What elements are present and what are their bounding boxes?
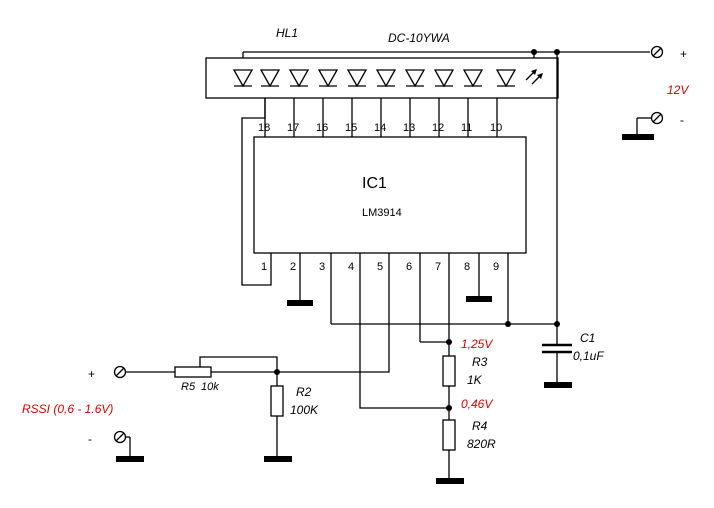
led-diode-icon (433, 69, 455, 88)
input-minus-terminal-icon (113, 430, 144, 462)
r2-ref-label: R2 (296, 385, 312, 399)
input-plus-sign: + (88, 367, 95, 381)
led-diode-array (232, 69, 517, 88)
pin-label-1: 1 (261, 261, 267, 273)
pin-label-4: 4 (348, 261, 354, 273)
supply-plus-terminal-icon (650, 45, 664, 59)
pin3-pin9-supply-wire (330, 253, 560, 327)
led-diode-icon (404, 69, 426, 88)
input-plus-terminal-icon (113, 365, 127, 379)
input-minus-sign: - (88, 432, 92, 446)
capacitor-c1 (542, 324, 572, 388)
display-ref-label: HL1 (276, 26, 298, 40)
led-diode-icon (375, 69, 397, 88)
supply-rail (242, 49, 650, 324)
supply-minus-sign: - (680, 113, 684, 127)
pin-label-2: 2 (290, 261, 296, 273)
pin-label-16: 16 (316, 122, 328, 134)
display-part-label: DC-10YWA (388, 31, 450, 45)
r5-ref-label: R5 (181, 381, 196, 393)
pin-label-10: 10 (490, 122, 502, 134)
resistor-r4 (436, 408, 464, 484)
r2-value-label: 100K (290, 403, 319, 417)
input-signal-label: RSSI (0,6 - 1.6V) (22, 402, 113, 416)
pin-label-5: 5 (377, 261, 383, 273)
led-diode-icon (346, 69, 368, 88)
pin-label-18: 18 (258, 122, 270, 134)
r3-value-label: 1K (467, 373, 483, 387)
supply-voltage-label: 12V (667, 83, 689, 97)
pin-label-9: 9 (493, 261, 499, 273)
pin1-to-pin18-wire (241, 98, 272, 286)
pin-label-17: 17 (287, 122, 299, 134)
c1-ref-label: C1 (580, 331, 595, 345)
led-diode-icon (288, 69, 310, 88)
supply-plus-sign: + (680, 47, 687, 61)
ic-body (253, 136, 527, 254)
r3-ref-label: R3 (472, 355, 488, 369)
led-bar-outline (205, 57, 559, 99)
pin-label-6: 6 (406, 261, 412, 273)
pin-label-15: 15 (345, 122, 357, 134)
led-diode-icon (259, 69, 281, 88)
pin-label-11: 11 (461, 122, 472, 134)
potentiometer-r5 (126, 356, 280, 378)
ic-ref-label: IC1 (362, 175, 387, 192)
led-diode-icon (495, 69, 517, 88)
led-diode-icon (317, 69, 339, 88)
pin-label-12: 12 (432, 122, 444, 134)
pin6-pin7-wire (419, 253, 452, 345)
supply-minus-terminal-icon (622, 111, 664, 140)
pin-label-3: 3 (319, 261, 325, 273)
voltage-annotation-low: 0,46V (461, 397, 493, 411)
r4-ref-label: R4 (472, 419, 488, 433)
light-emission-icon (525, 69, 543, 85)
led-diode-icon (462, 69, 484, 88)
voltage-annotation-high: 1,25V (461, 337, 493, 351)
pin-label-7: 7 (435, 261, 441, 273)
ic-part-label: LM3914 (362, 207, 402, 219)
led-bar-display (205, 57, 559, 99)
pin-label-14: 14 (374, 122, 386, 134)
r5-value-label: 10k (201, 381, 219, 393)
led-diode-icon (232, 69, 254, 88)
pin-label-13: 13 (403, 122, 415, 134)
resistor-r2 (264, 372, 292, 462)
r4-value-label: 820R (467, 437, 496, 451)
pin8-ground-icon (466, 253, 492, 302)
pin4-wire (359, 253, 449, 409)
c1-value-label: 0,1uF (573, 349, 604, 363)
resistor-r3 (442, 342, 456, 411)
pin-label-8: 8 (464, 261, 470, 273)
pin5-wire (277, 253, 390, 373)
pin2-ground-icon (287, 253, 313, 306)
